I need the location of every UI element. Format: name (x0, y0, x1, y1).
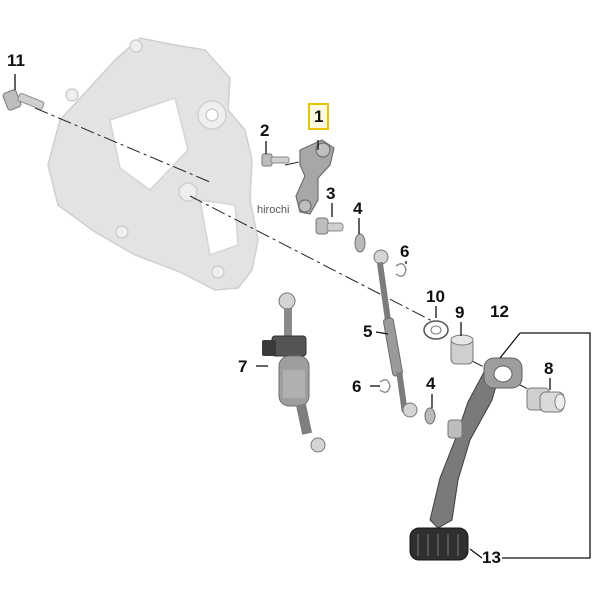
shift-pedal-12 (409, 357, 523, 561)
quickshifter-sensor-7 (262, 292, 326, 453)
callout-10: 10 (426, 287, 445, 306)
callout-5: 5 (363, 322, 373, 341)
callout-13: 13 (482, 548, 501, 567)
leader-lines (14, 74, 591, 559)
washer-4 (354, 233, 366, 253)
circlip-6 (395, 263, 407, 277)
callout-6-lower: 6 (352, 377, 362, 396)
sleeve-9 (450, 334, 474, 365)
shim-10 (423, 320, 449, 340)
callout-11: 11 (7, 51, 25, 70)
footrest-bracket (47, 37, 259, 291)
callout-4-lower: 4 (426, 374, 436, 393)
pivot-bolt-8 (526, 387, 566, 413)
callout-12: 12 (490, 302, 509, 321)
callout-7: 7 (238, 357, 248, 376)
bushing-3 (315, 217, 344, 235)
callout-9: 9 (455, 303, 465, 322)
shift-rod-5 (373, 249, 418, 418)
callout-8: 8 (544, 359, 554, 378)
washer-4-lower (424, 407, 436, 425)
screw-2 (261, 153, 290, 167)
callout-2: 2 (260, 121, 270, 140)
watermark-text: hirochi (257, 204, 290, 216)
shift-lever-arm-1 (295, 139, 335, 215)
circlip-6-lower (379, 379, 391, 393)
callout-3: 3 (326, 184, 336, 203)
bolt-11 (2, 89, 45, 111)
callout-4: 4 (353, 199, 363, 218)
callout-6: 6 (400, 242, 410, 261)
callout-1-highlighted: 1 (308, 103, 330, 130)
